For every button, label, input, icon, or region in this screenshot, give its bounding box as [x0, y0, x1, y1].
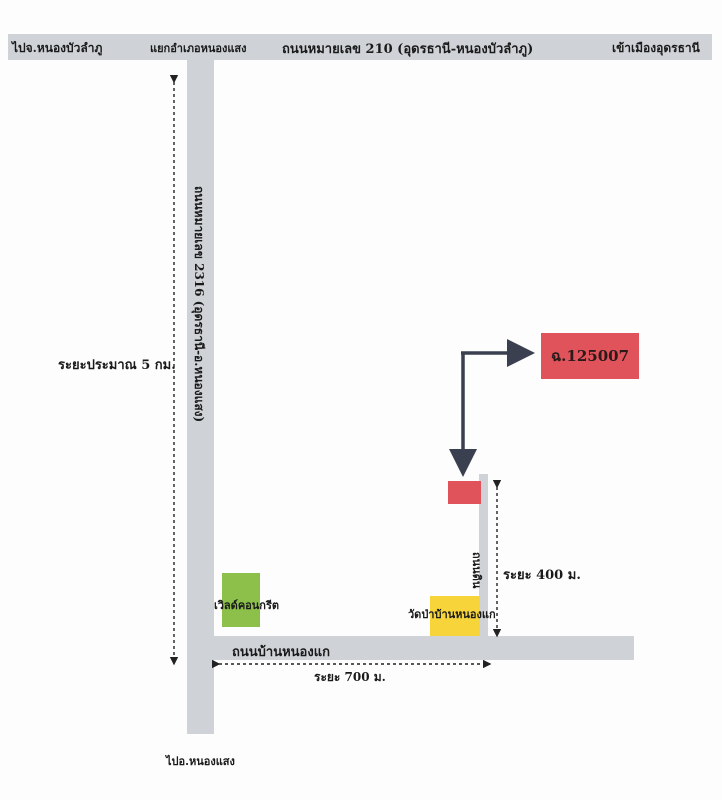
highway-210-label: ถนนหมายเลข 210 (อุดรธานี-หนองบัวลำภู): [282, 42, 534, 57]
wat-nong-kae-label: วัดป่าบ้านหนองแก: [408, 608, 496, 621]
world-concrete-landmark: [222, 573, 260, 627]
nong-saeng-junction-label: แยกอำเภอหนองแสง: [150, 42, 247, 55]
distance-400m-label: ระยะ 400 ม.: [503, 563, 581, 586]
to-nong-saeng-label: ไปอ.หนองแสง: [166, 755, 235, 768]
wat-nong-kae-landmark: [430, 596, 480, 636]
dirt-road: [479, 474, 488, 636]
to-nong-bua-lamphu-label: ไปจ.หนองบัวลำภู: [12, 41, 103, 55]
distance-700m-label: ระยะ 700 ม.: [314, 670, 386, 684]
ban-nong-kae-road-label: ถนนบ้านหนองแก: [232, 645, 330, 660]
world-concrete-label: เวิลด์คอนกรีต: [214, 599, 280, 612]
highway-210-road: [8, 34, 712, 60]
ban-nong-kae-road: [214, 636, 634, 660]
target-callout-label: ฉ.125007: [550, 347, 630, 365]
target-location-marker: [448, 481, 481, 504]
to-udon-thani-label: เข้าเมืองอุดรธานี: [612, 41, 700, 55]
distance-5km-label: ระยะประมาณ 5 กม.: [58, 352, 176, 377]
highway-2316-road: [187, 58, 214, 734]
target-callout: ฉ.125007: [541, 333, 639, 379]
